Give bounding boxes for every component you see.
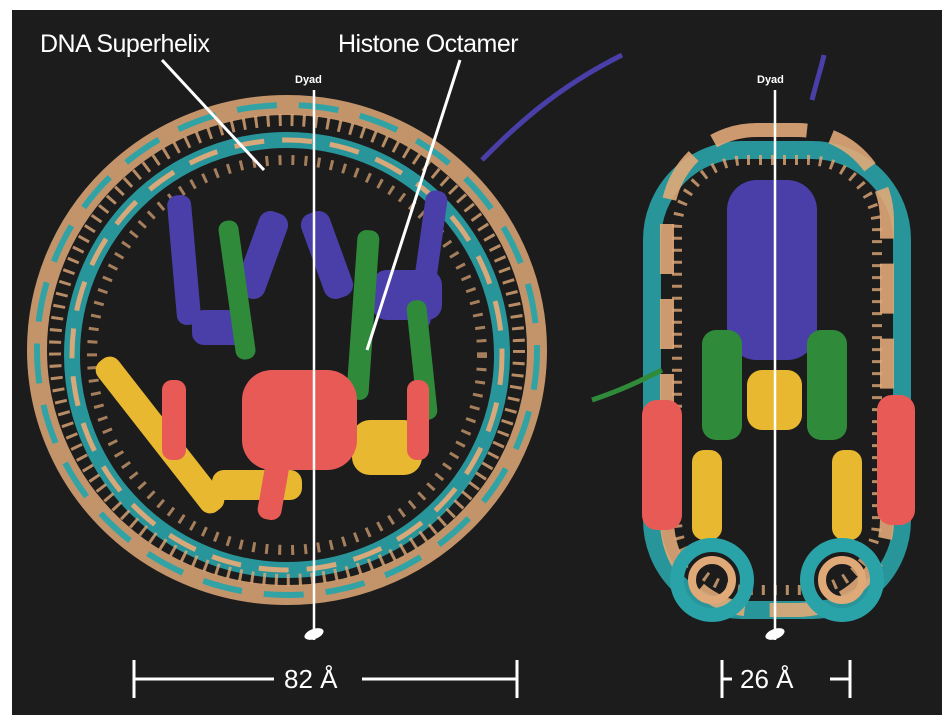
scale-label-26: 26 Å — [740, 664, 794, 695]
nucleosome-figure: DNA Superhelix Histone Octamer Dyad Dyad… — [12, 10, 942, 715]
nucleosome-illustration — [12, 10, 942, 715]
histone-octamer-label: Histone Octamer — [338, 30, 518, 59]
side-view-structure — [592, 55, 915, 615]
scale-label-82: 82 Å — [284, 664, 338, 695]
dyad-label-right: Dyad — [757, 74, 784, 86]
dna-superhelix-label: DNA Superhelix — [40, 30, 209, 59]
dyad-label-left: Dyad — [295, 74, 322, 86]
front-view-structure — [37, 55, 622, 595]
